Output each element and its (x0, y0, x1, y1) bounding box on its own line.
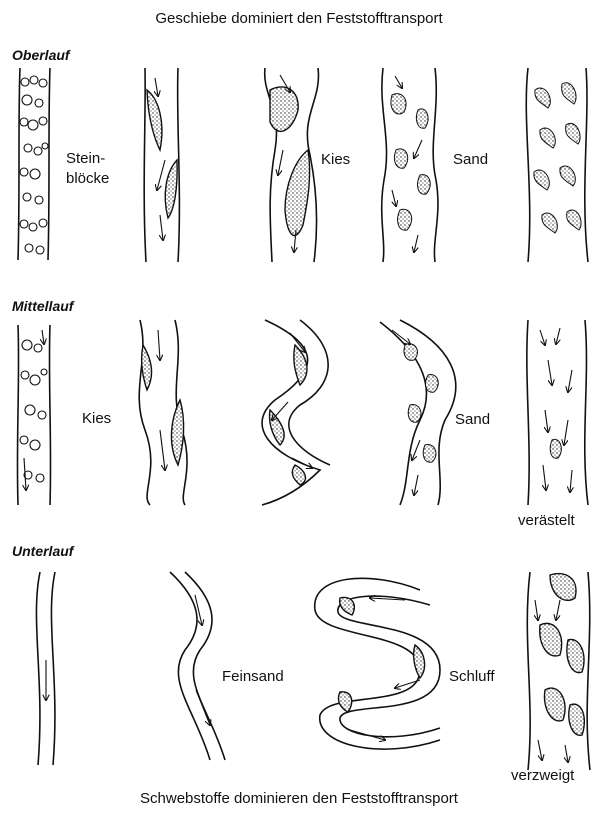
channel-mid-branched (527, 320, 588, 505)
channel-low-braided (527, 572, 590, 770)
channel-sand-dunes (526, 68, 588, 262)
channel-mid-sand (380, 320, 456, 505)
channel-gravel-wide (265, 68, 319, 262)
channel-gravel-narrow (144, 68, 179, 262)
channel-low-straight (36, 572, 55, 765)
channel-mid-gravel (17, 325, 50, 505)
channel-mid-meander-1 (139, 320, 187, 505)
channel-low-meander-feinsand (170, 572, 225, 760)
channel-boulders (18, 68, 50, 260)
channel-sand-upper (382, 68, 438, 262)
channel-mid-meander-2 (262, 320, 330, 505)
channel-low-meander-schluff (315, 578, 440, 749)
